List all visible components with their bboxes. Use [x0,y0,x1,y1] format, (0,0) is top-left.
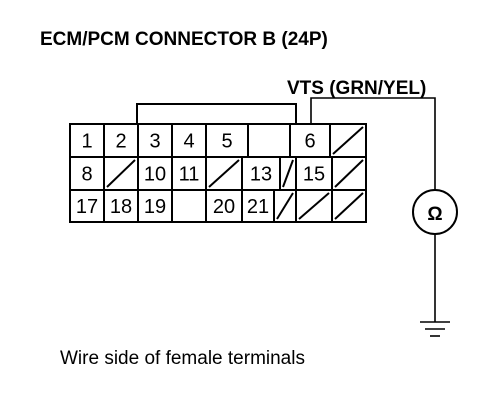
terminal-cell: 17 [69,189,105,223]
terminal-cell: 5 [205,123,249,158]
unused-terminal-mark [106,159,136,188]
unused-terminal-mark [334,192,364,220]
terminal-cell [103,156,139,191]
terminal-number: 6 [304,131,315,153]
terminal-number: 17 [76,196,98,218]
terminal-cell: 13 [241,156,281,191]
ground-icon [420,321,450,337]
terminal-cell: 19 [137,189,173,223]
terminal-grid: 1 2 3 4 5 6 8 10 11 13 15 17 18 19 20 21 [69,123,367,223]
ohm-symbol: Ω [427,204,442,225]
terminal-number: 20 [213,196,235,218]
terminal-cell: 20 [205,189,243,223]
terminal-cell [331,156,367,191]
terminal-number: 15 [303,164,325,186]
connector-lock-tab [136,103,297,124]
terminal-cell: 1 [69,123,105,158]
probe-wire [310,97,436,190]
terminal-cell [329,123,367,158]
terminal-cell: 4 [171,123,207,158]
unused-terminal-mark [298,192,330,220]
terminal-cell: 18 [103,189,139,223]
terminal-number: 19 [144,196,166,218]
unused-terminal-mark [332,126,364,155]
unused-terminal-mark [276,192,294,220]
terminal-outline [137,189,173,223]
terminal-cell: 15 [295,156,333,191]
terminal-cell [331,189,367,223]
terminal-number: 21 [247,196,269,218]
terminal-number: 1 [81,131,92,153]
terminal-number: 2 [115,131,126,153]
terminal-cell: 6 [289,123,331,158]
terminal-number: 3 [149,131,160,153]
terminal-cell [205,156,243,191]
terminal-cell [295,189,333,223]
unused-terminal-mark [334,159,364,188]
unused-terminal-mark [208,159,240,188]
diagram-title: ECM/PCM CONNECTOR B (24P) [40,29,328,50]
terminal-cell [279,156,297,191]
terminal-cell: 11 [171,156,207,191]
terminal-outline [331,189,367,223]
terminal-number: 10 [144,164,166,186]
terminal-cell: 10 [137,156,173,191]
unused-terminal-mark [282,159,294,188]
terminal-cell: 8 [69,156,105,191]
terminal-cell: 21 [241,189,275,223]
terminal-number: 18 [110,196,132,218]
terminal-cell: 3 [137,123,173,158]
terminal-number: 5 [221,131,232,153]
terminal-number: 8 [81,164,92,186]
diagram-caption: Wire side of female terminals [60,348,305,369]
terminal-number: 13 [250,164,272,186]
terminal-number: 11 [179,164,200,186]
terminal-cell [273,189,297,223]
terminal-cell: 2 [103,123,139,158]
terminal-number: 4 [183,131,194,153]
wire-label: VTS (GRN/YEL) [287,78,426,99]
